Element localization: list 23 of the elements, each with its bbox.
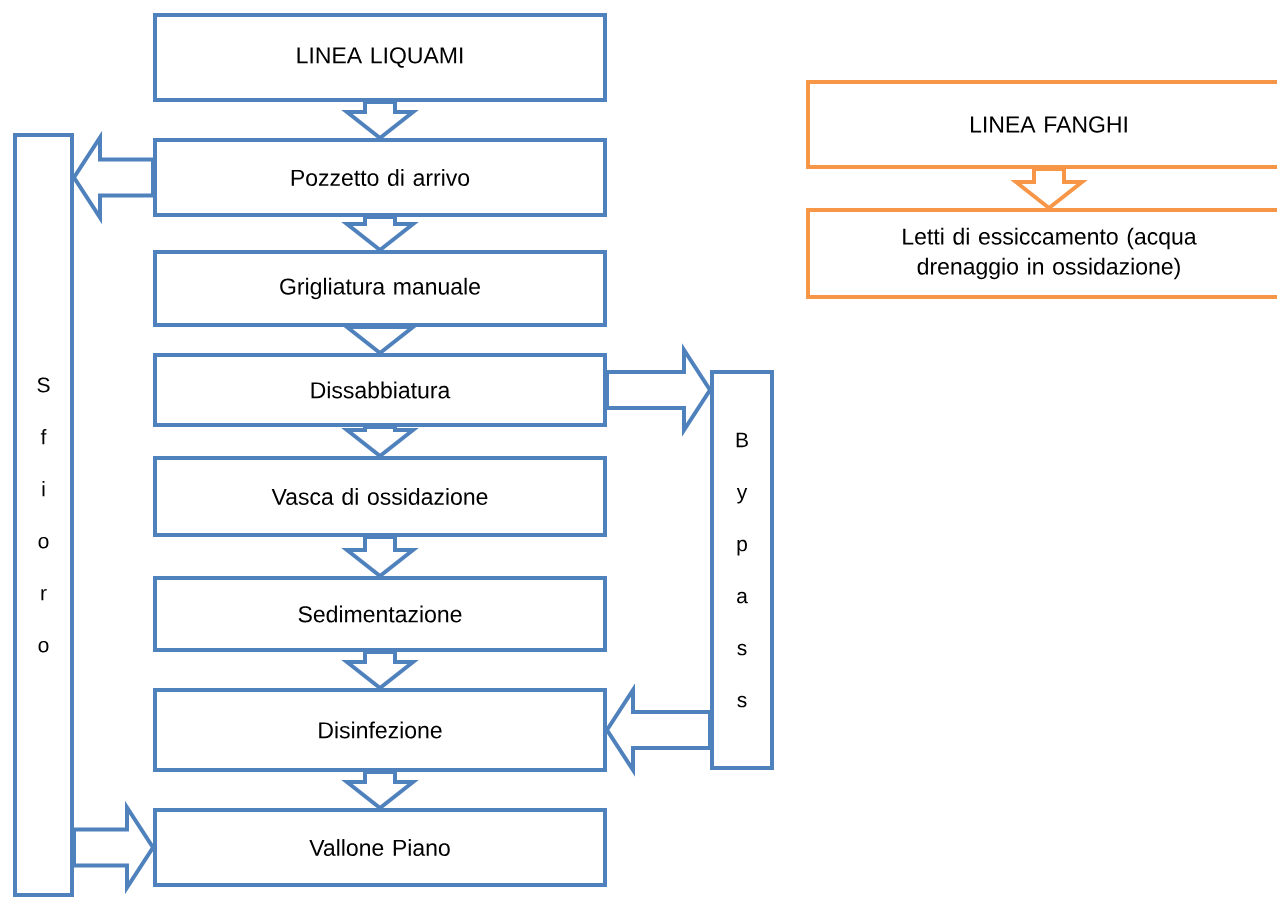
- block-arrow: [71, 130, 155, 225]
- process-box: Letti di essiccamento (acqua drenaggio in ossidazione): [806, 208, 1277, 299]
- side-channel-box: Sfioro: [13, 133, 74, 897]
- block-arrow: [341, 535, 419, 579]
- block-arrow: [341, 425, 419, 459]
- block-arrow: [1010, 167, 1088, 211]
- process-box: Sedimentazione: [153, 576, 607, 652]
- side-channel-box: Bypass: [710, 370, 774, 770]
- block-arrow: [72, 800, 156, 895]
- block-arrow: [604, 683, 712, 777]
- process-box: LINEA LIQUAMI: [153, 13, 607, 102]
- process-box: Pozzetto di arrivo: [153, 138, 607, 217]
- process-box: LINEA FANGHI: [806, 80, 1277, 169]
- block-arrow: [605, 343, 713, 437]
- block-arrow: [341, 100, 419, 141]
- block-arrow: [341, 650, 419, 691]
- process-box: Disinfezione: [153, 688, 607, 772]
- block-arrow: [341, 215, 419, 253]
- block-arrow: [341, 770, 419, 811]
- process-box: Dissabbiatura: [153, 353, 607, 427]
- process-box: Vasca di ossidazione: [153, 456, 607, 537]
- process-box: Vallone Piano: [153, 808, 607, 887]
- process-box: Grigliatura manuale: [153, 250, 607, 327]
